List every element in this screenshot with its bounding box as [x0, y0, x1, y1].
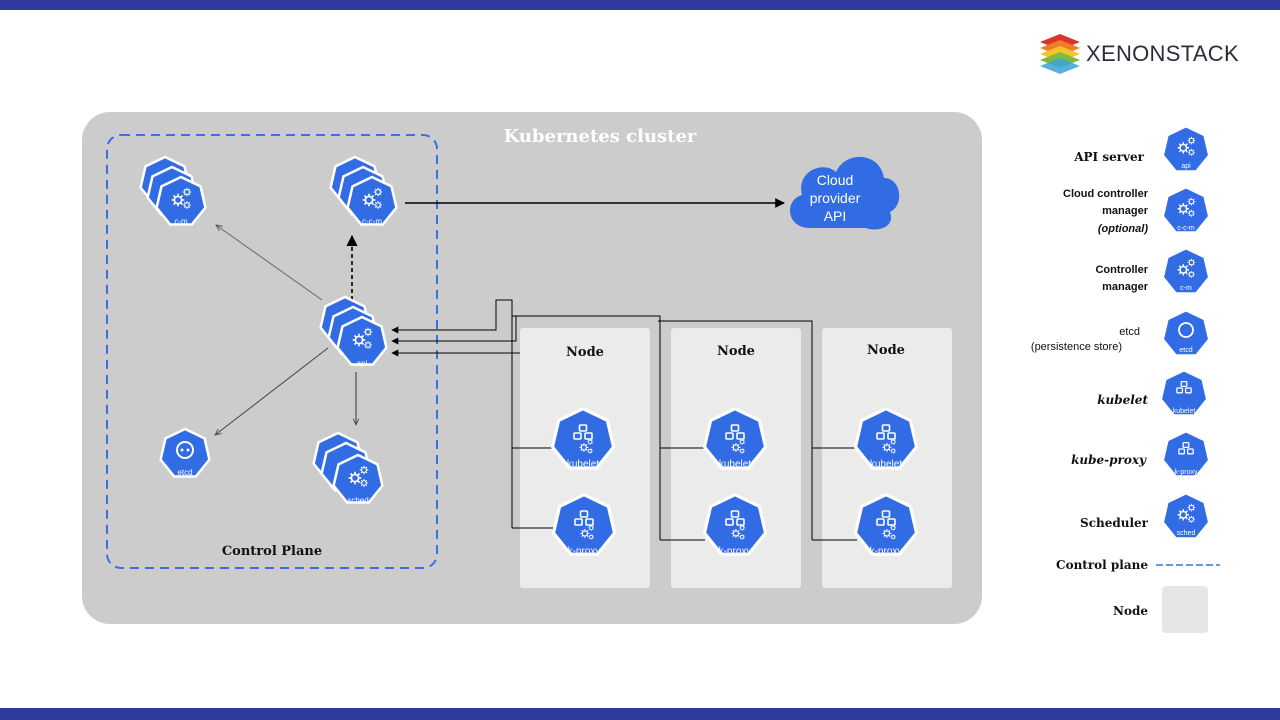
- cloud-provider-api: Cloud provider API: [790, 156, 900, 230]
- node2-kproxy-label: k-proxy: [719, 546, 752, 557]
- legend-ccm-icon: c-c-m: [1161, 186, 1211, 234]
- legend-kubelet-label: kubelet: [1097, 393, 1148, 407]
- node2-top-line: [512, 315, 735, 449]
- legend-api-icon: api: [1161, 125, 1211, 173]
- scheduler-icon: sched: [312, 431, 384, 505]
- legend-kube-proxy-label: kube-proxy: [1071, 453, 1147, 467]
- svg-text:c-m: c-m: [1180, 285, 1192, 292]
- legend-scheduler-label: Scheduler: [1080, 516, 1149, 530]
- api-to-etcd-arrow: [215, 347, 329, 435]
- node3-kproxy-label: k-proxy: [870, 546, 903, 557]
- sched-label: sched: [347, 496, 368, 505]
- controller-manager-icon: c-m: [139, 155, 207, 226]
- node1-kproxy-icon: k-proxy: [551, 493, 617, 557]
- control-plane-boundary: [106, 134, 438, 569]
- legend-kubelet-icon: kubelet: [1159, 369, 1209, 417]
- etcd-icon: etcd: [159, 427, 211, 478]
- node1-kproxy-label: k-proxy: [568, 546, 601, 557]
- legend-ccm-line3: (optional): [1098, 223, 1148, 235]
- node-title-3: Node: [867, 343, 905, 358]
- node1-to-api-line: [391, 299, 583, 449]
- legend: API server api Cloud controller manager …: [1031, 125, 1220, 633]
- cm-label: c-m: [174, 217, 188, 226]
- node-title-2: Node: [717, 344, 755, 359]
- api-label: api: [357, 359, 368, 368]
- legend-etcd-line1: etcd: [1119, 326, 1140, 338]
- legend-kproxy-icon: k-proxy: [1161, 430, 1211, 478]
- node2-kubelet-label: kubelet: [719, 459, 751, 470]
- node3-top-line: [658, 320, 884, 449]
- api-to-cm-arrow: [216, 225, 323, 301]
- svg-text:kubelet: kubelet: [1173, 408, 1196, 415]
- legend-ccm-line2: manager: [1102, 205, 1149, 217]
- node3-kubelet-label: kubelet: [870, 459, 902, 470]
- node3-kproxy-icon: k-proxy: [853, 493, 919, 557]
- legend-node-swatch: [1162, 586, 1208, 633]
- legend-cm-line1: Controller: [1095, 264, 1148, 276]
- svg-text:api: api: [1181, 163, 1191, 170]
- node-title-1: Node: [566, 345, 604, 360]
- legend-api-server-label: API server: [1073, 150, 1144, 164]
- svg-text:sched: sched: [1177, 530, 1196, 537]
- cluster-title: Kubernetes cluster: [504, 126, 697, 147]
- ccm-label: c-c-m: [362, 217, 382, 226]
- legend-node-label: Node: [1113, 604, 1148, 618]
- top-bar: [0, 0, 1280, 10]
- cloud-line-1: Cloud: [817, 172, 854, 188]
- cloud-controller-manager-icon: c-c-m: [329, 155, 398, 226]
- xenonstack-logo-icon: [1040, 34, 1080, 74]
- node2-to-api-line: [391, 315, 520, 345]
- node2-kubelet-icon: kubelet: [702, 407, 768, 470]
- xenonstack-logo: XENONSTACK: [1038, 32, 1248, 76]
- node2-kproxy-icon: k-proxy: [702, 493, 768, 557]
- node3-kubelet-icon: kubelet: [853, 407, 919, 470]
- legend-cm-line2: manager: [1102, 281, 1149, 293]
- legend-sched-icon: sched: [1161, 492, 1211, 540]
- legend-etcd-line2: (persistence store): [1031, 341, 1122, 353]
- cloud-line-2: provider: [810, 190, 861, 206]
- legend-cm-icon: c-m: [1161, 247, 1211, 295]
- connections: [215, 198, 884, 541]
- legend-etcd-icon: etcd: [1161, 309, 1211, 357]
- svg-text:etcd: etcd: [1179, 347, 1192, 354]
- node1-kubelet-label: kubelet: [567, 459, 599, 470]
- logo-text: XENONSTACK: [1086, 41, 1239, 66]
- bottom-bar: [0, 708, 1280, 720]
- control-plane-title: Control Plane: [222, 544, 322, 559]
- legend-ccm-line1: Cloud controller: [1063, 188, 1149, 200]
- svg-text:c-c-m: c-c-m: [1177, 225, 1195, 232]
- node1-kubelet-icon: kubelet: [550, 407, 616, 470]
- api-server-icon: api: [319, 295, 388, 368]
- etcd-label: etcd: [177, 468, 192, 477]
- svg-text:k-proxy: k-proxy: [1175, 469, 1198, 476]
- legend-control-plane-label: Control plane: [1056, 558, 1148, 572]
- cloud-line-3: API: [824, 208, 847, 224]
